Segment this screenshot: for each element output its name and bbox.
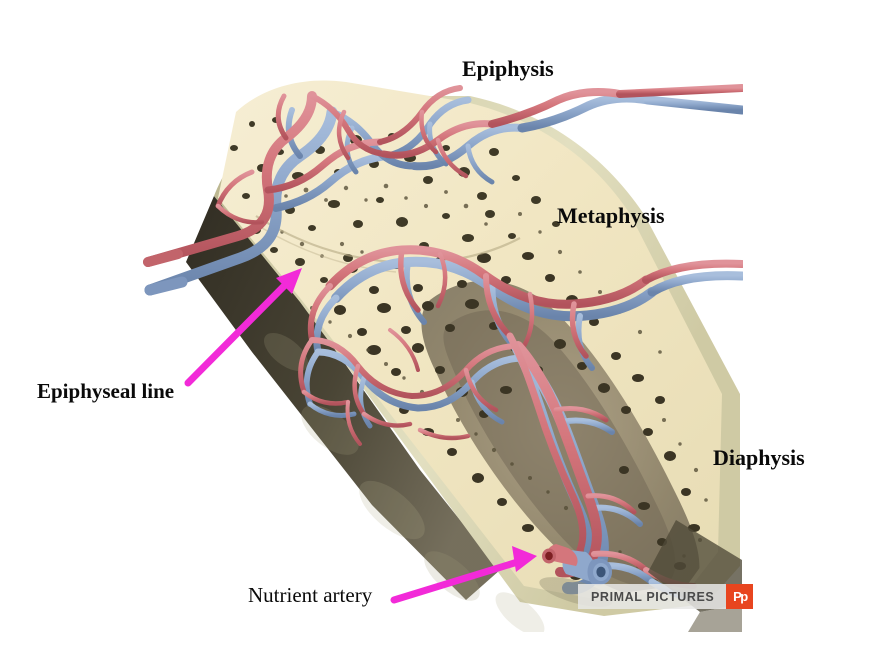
- annotation-arrows: [184, 268, 537, 604]
- epiphyseal-exit-vessels: [143, 249, 188, 296]
- medullary-core: [443, 310, 676, 587]
- epiphyseal-line-arrow: [184, 268, 302, 387]
- label-epiphyseal-line: Epiphyseal line: [37, 379, 175, 403]
- label-epiphysis: Epiphysis: [462, 56, 554, 81]
- artery-network: [143, 84, 743, 589]
- watermark-badge: Pp: [726, 584, 754, 609]
- cortical-texture: [264, 332, 545, 632]
- watermark-text: PRIMAL PICTURES: [578, 584, 727, 609]
- label-nutrient-artery: Nutrient artery: [248, 583, 373, 607]
- nutrient-foramen-vessels: [539, 544, 613, 607]
- label-metaphysis: Metaphysis: [557, 203, 665, 228]
- distal-cut-face-lower: [688, 604, 742, 632]
- watermark-badge-glyph: Pp: [733, 589, 748, 604]
- nutrient-artery-lumen: [545, 551, 553, 561]
- label-diaphysis: Diaphysis: [713, 445, 805, 470]
- nutrient-artery-arrow: [390, 546, 537, 604]
- watermark: PRIMAL PICTURES Pp: [578, 584, 754, 609]
- cut-vein-lumen: [596, 566, 606, 578]
- cut-plane-shadow: [186, 196, 500, 600]
